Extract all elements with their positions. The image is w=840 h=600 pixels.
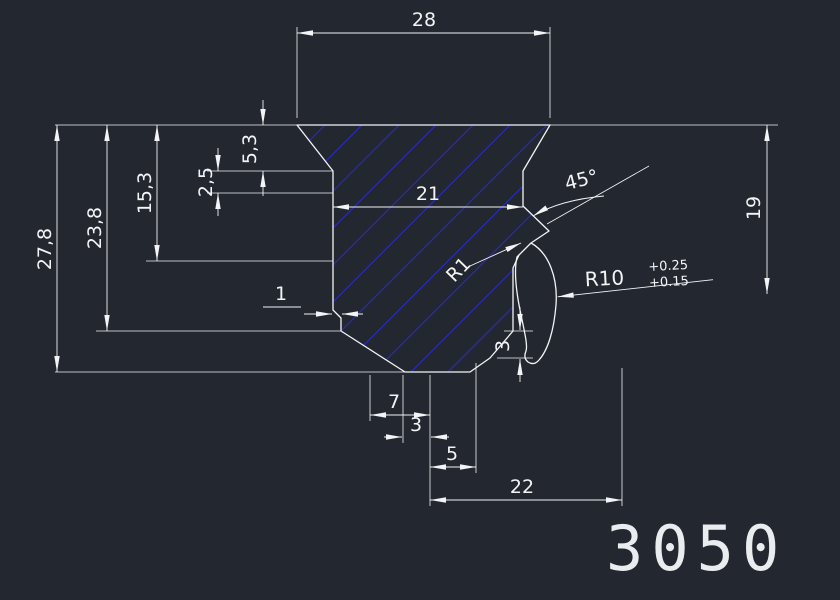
dim-fillet-small-label: R1 bbox=[442, 253, 475, 286]
dim-depth-5-3-label: 5,3 bbox=[239, 134, 261, 164]
bottom-dimensions[interactable]: 7 3 5 22 bbox=[369, 363, 623, 506]
leader-line bbox=[557, 279, 714, 298]
dim-fillet-large-tol-lower: +0.15 bbox=[649, 274, 690, 291]
dim-depth-2-5[interactable]: 2,5 bbox=[195, 148, 221, 216]
profile-outline[interactable] bbox=[296, 124, 557, 373]
leader-line bbox=[469, 242, 522, 267]
hatch-line bbox=[476, 125, 550, 372]
dim-step-3-right-label: 3 bbox=[492, 340, 514, 352]
dim-depth-5-3[interactable]: 5,3 bbox=[239, 100, 266, 196]
dim-depth-27-8[interactable]: 27,8 bbox=[34, 125, 60, 372]
dim-bottom-5-label: 5 bbox=[446, 443, 458, 465]
hatch-line bbox=[297, 125, 437, 372]
dim-depth-23-8-label: 23,8 bbox=[84, 207, 106, 249]
dim-depth-15-3[interactable]: 15,3 bbox=[134, 125, 160, 261]
dim-bottom-22-label: 22 bbox=[510, 476, 534, 498]
dim-top-width-label: 28 bbox=[412, 9, 436, 31]
dim-chamfer-angle-label: 45° bbox=[563, 165, 601, 194]
hatch-line bbox=[297, 125, 474, 372]
reference-lines[interactable] bbox=[55, 124, 778, 373]
hatch-line bbox=[439, 125, 550, 372]
dim-offset-1-label: 1 bbox=[275, 283, 287, 305]
hatch-line bbox=[328, 125, 550, 372]
dim-fillet-large[interactable]: R10 +0.25 +0.15 bbox=[556, 257, 714, 298]
hatch-line bbox=[297, 125, 400, 372]
hatch-line bbox=[297, 125, 326, 372]
dim-step-3-right[interactable]: 3 bbox=[492, 307, 533, 382]
dim-depth-27-8-label: 27,8 bbox=[34, 228, 56, 270]
dim-inner-width[interactable]: 21 bbox=[333, 183, 523, 210]
dim-fillet-large-tol-upper: +0.25 bbox=[648, 258, 689, 275]
dim-bottom-7-label: 7 bbox=[388, 391, 400, 413]
dim-inner-width-label: 21 bbox=[416, 183, 440, 205]
part-number: 3050 bbox=[606, 512, 787, 585]
section-hatch[interactable] bbox=[70, 125, 769, 380]
dim-fillet-large-label: R10 bbox=[584, 265, 625, 291]
dim-right-height-label: 19 bbox=[743, 196, 765, 220]
dim-depth-15-3-label: 15,3 bbox=[134, 172, 156, 214]
dim-right-height[interactable]: 19 bbox=[743, 125, 770, 294]
dim-depth-2-5-label: 2,5 bbox=[195, 167, 217, 197]
hatch-line bbox=[297, 125, 363, 372]
hatch-line bbox=[365, 125, 550, 372]
extension-line bbox=[546, 165, 650, 225]
dim-depth-23-8[interactable]: 23,8 bbox=[84, 125, 110, 331]
hatch-line bbox=[297, 125, 511, 372]
hatch-line bbox=[513, 125, 550, 372]
hatch-line bbox=[402, 125, 550, 372]
profile-lip-path bbox=[514, 242, 557, 365]
dim-chamfer-angle[interactable]: 45° bbox=[532, 165, 650, 225]
dim-top-width[interactable]: 28 bbox=[296, 9, 551, 118]
leader-line bbox=[532, 195, 605, 217]
dim-bottom-3-label: 3 bbox=[410, 414, 422, 436]
dim-offset-1[interactable]: 1 bbox=[263, 283, 363, 317]
